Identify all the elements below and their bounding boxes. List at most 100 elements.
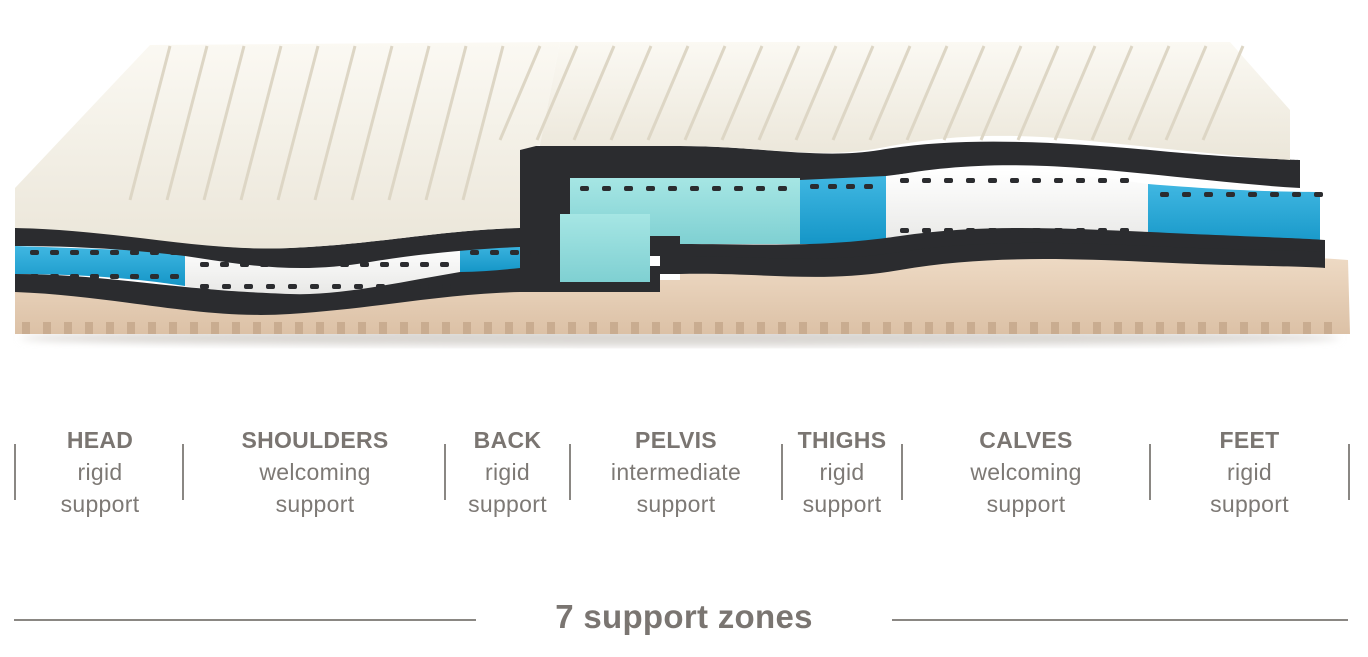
foam-perforation: [470, 250, 479, 255]
foam-perforation: [550, 250, 559, 255]
foam-perforation: [1032, 178, 1041, 183]
base-foam-tooth: [1072, 322, 1080, 334]
zone-support: support: [275, 491, 355, 517]
zone-divider: [901, 444, 903, 500]
zone-support: support: [802, 491, 882, 517]
foam-perforation: [944, 228, 953, 233]
foam-perforation: [1314, 192, 1323, 197]
base-foam-tooth: [631, 322, 639, 334]
foam-perforation: [200, 284, 209, 289]
base-foam-tooth: [169, 322, 177, 334]
base-foam-tooth: [1114, 322, 1122, 334]
foam-perforation: [170, 250, 179, 255]
base-foam-tooth: [1324, 322, 1332, 334]
foam-perforation: [922, 178, 931, 183]
base-foam-tooth: [43, 322, 51, 334]
zone-name: THIGHS: [797, 427, 887, 453]
foam-perforation: [1226, 192, 1235, 197]
top-foam-ridge: [313, 45, 357, 201]
base-foam-tooth: [1219, 322, 1227, 334]
base-foam-tooth: [64, 322, 72, 334]
top-foam-ridge: [868, 45, 912, 141]
foam-perforation: [602, 186, 611, 191]
top-foam-ridge: [1164, 45, 1208, 141]
zone-divider: [14, 444, 16, 500]
base-foam-tooth: [568, 322, 576, 334]
top-foam-ridge: [683, 45, 727, 141]
top-foam-ridges: [128, 45, 1245, 201]
base-foam-tooth: [925, 322, 933, 334]
foam-perforation: [1248, 192, 1257, 197]
foam-perforation: [400, 262, 409, 267]
base-foam-tooth: [883, 322, 891, 334]
top-foam-ridge: [461, 45, 505, 201]
foam-perforation: [922, 228, 931, 233]
top-foam-ridge: [720, 45, 764, 141]
top-foam-ridge: [239, 45, 283, 201]
top-foam-ridge: [1127, 45, 1171, 141]
base-foam-tooth: [1156, 322, 1164, 334]
zone-firmness: rigid: [819, 459, 865, 485]
foam-perforation: [966, 178, 975, 183]
foam-perforation: [690, 186, 699, 191]
base-foam-tooth: [421, 322, 429, 334]
foam-perforation: [130, 250, 139, 255]
zone-shoulders: SHOULDERS welcoming support: [184, 424, 446, 520]
foam-perforation: [530, 250, 539, 255]
foam-perforation: [442, 284, 451, 289]
base-foam-tooth: [316, 322, 324, 334]
foam-perforation: [810, 184, 819, 189]
foam-perforation: [30, 274, 39, 279]
zone-pelvis: PELVIS intermediate support: [571, 424, 781, 520]
top-foam-ridge: [979, 45, 1023, 141]
base-foam-tooth: [715, 322, 723, 334]
zone-firmness: rigid: [485, 459, 530, 485]
zone-name: BACK: [473, 427, 542, 453]
base-foam-tooth: [1009, 322, 1017, 334]
foam-perforation: [1054, 228, 1063, 233]
base-foam-tooth: [736, 322, 744, 334]
foam-perforation: [712, 186, 721, 191]
foam-perforation: [398, 284, 407, 289]
zone-firmness: intermediate: [610, 459, 742, 485]
base-foam-tooth: [1051, 322, 1059, 334]
foam-perforation: [150, 250, 159, 255]
base-foam-tooth: [946, 322, 954, 334]
zone-thighs: THIGHS rigid support: [783, 424, 901, 520]
top-foam-ridge: [905, 45, 949, 141]
base-foam-tooth: [694, 322, 702, 334]
base-foam-tooth: [841, 322, 849, 334]
top-foam-ridge: [1201, 45, 1245, 141]
foam-perforation: [90, 250, 99, 255]
zone-divider: [1149, 444, 1151, 500]
pelvis-zone-foam-lower: [560, 214, 650, 282]
foam-perforation: [240, 262, 249, 267]
dark-upper-layer-left: [15, 228, 560, 269]
base-foam-tooth: [106, 322, 114, 334]
foam-perforation: [130, 274, 139, 279]
zone-firmness: rigid: [1227, 459, 1272, 485]
foam-perforation: [50, 274, 59, 279]
top-foam-ridge: [165, 45, 209, 201]
dark-strip-right: [650, 228, 1325, 259]
zone-head: HEAD rigid support: [16, 424, 184, 520]
base-foam-tooth: [967, 322, 975, 334]
zone-firmness: welcoming: [970, 459, 1082, 485]
foam-perforation: [668, 186, 677, 191]
zone-back: BACK rigid support: [446, 424, 569, 520]
foam-perforation: [332, 284, 341, 289]
foam-perforation: [244, 284, 253, 289]
support-zones-count-label: 7 support zones: [555, 598, 813, 635]
base-foam-tooth: [295, 322, 303, 334]
base-foam-tooth: [610, 322, 618, 334]
zone-divider: [182, 444, 184, 500]
top-foam-ridge: [794, 45, 838, 141]
top-foam-ridge: [942, 45, 986, 141]
base-foam-tooth: [274, 322, 282, 334]
foam-perforation: [1160, 192, 1169, 197]
zone-name: SHOULDERS: [241, 427, 389, 453]
base-foam-tooth: [22, 322, 30, 334]
foam-perforation: [300, 262, 309, 267]
foam-perforations: [30, 178, 1323, 289]
top-foam-ridge: [1053, 45, 1097, 141]
